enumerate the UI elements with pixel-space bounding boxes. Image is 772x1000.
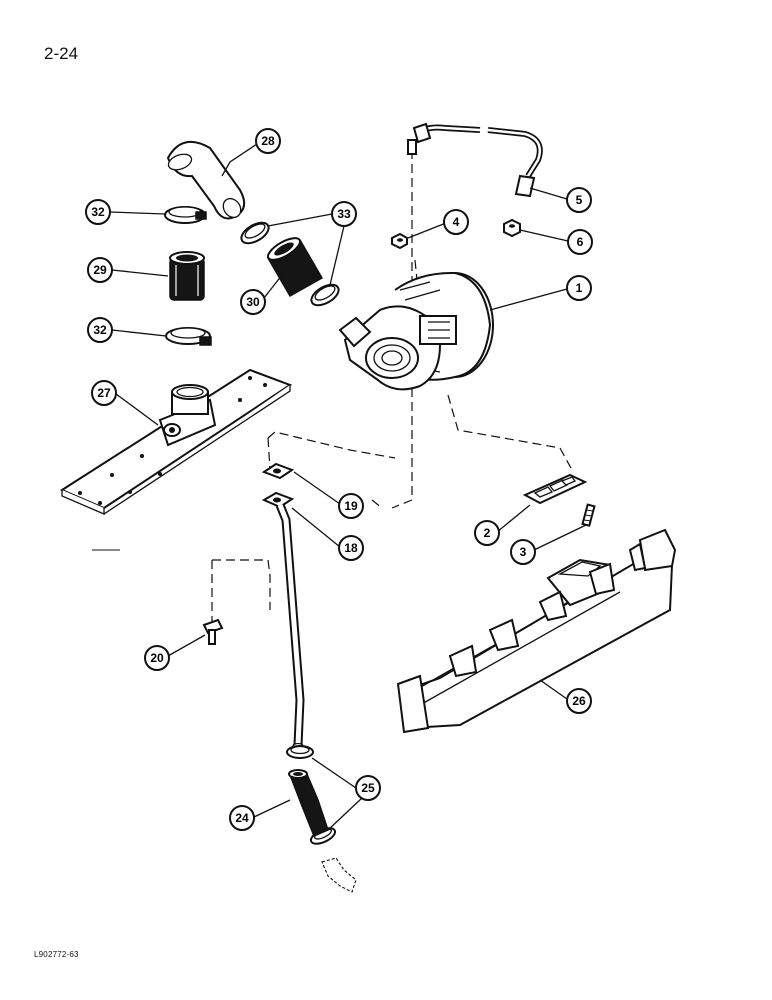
callout-29: 29	[87, 257, 113, 283]
callout-label: 5	[576, 193, 583, 207]
callout-33: 33	[331, 201, 357, 227]
hose-clamp-pair-lower-part	[286, 745, 337, 845]
callout-label: 2	[484, 526, 491, 540]
callout-20: 20	[144, 645, 170, 671]
callout-label: 33	[337, 207, 351, 221]
callout-24: 24	[229, 805, 255, 831]
straight-hose-part	[169, 251, 205, 301]
callout-label: 19	[344, 499, 358, 513]
callout-label: 24	[235, 811, 249, 825]
turbocharger-part	[338, 271, 494, 391]
angled-hose-part	[266, 237, 324, 298]
callout-label: 6	[577, 235, 584, 249]
page-number: 2-24	[44, 44, 79, 63]
intake-cover-plate-part	[59, 368, 293, 515]
callout-label: 4	[453, 215, 460, 229]
callout-label: 1	[576, 281, 583, 295]
callout-label: 28	[261, 134, 275, 148]
callout-label: 3	[520, 545, 527, 559]
callout-25: 25	[355, 775, 381, 801]
callout-6: 6	[567, 229, 593, 255]
callout-4: 4	[443, 209, 469, 235]
callout-18: 18	[338, 535, 364, 561]
callout-3: 3	[510, 539, 536, 565]
callout-19: 19	[338, 493, 364, 519]
callout-28: 28	[255, 128, 281, 154]
hose-clamp-upper-part	[164, 206, 207, 224]
exhaust-manifold-part	[396, 528, 677, 734]
callout-label: 32	[93, 323, 107, 337]
hose-clamp-lower-part	[165, 327, 212, 346]
callout-label: 30	[246, 295, 260, 309]
fitting-nut-part	[391, 232, 408, 250]
hose-clamp-pair-part	[240, 221, 340, 307]
callout-label: 29	[93, 263, 107, 277]
elbow-hose-part	[166, 140, 246, 220]
oil-drain-gasket-part	[261, 462, 295, 480]
callout-32-lower: 32	[87, 317, 113, 343]
callout-label: 26	[572, 694, 586, 708]
callout-32-upper: 32	[85, 199, 111, 225]
callout-label: 32	[91, 205, 105, 219]
assembly-guide-lines	[211, 150, 573, 625]
callout-label: 27	[97, 386, 111, 400]
callout-1: 1	[566, 275, 592, 301]
gasket-part	[522, 473, 588, 505]
bolt-part	[202, 618, 224, 645]
nut-part	[503, 218, 521, 238]
callout-27: 27	[91, 380, 117, 406]
callout-26: 26	[566, 688, 592, 714]
oil-supply-line-part	[407, 122, 543, 198]
callout-label: 20	[150, 651, 164, 665]
phantom-fitting-outline	[321, 857, 357, 893]
callout-5: 5	[566, 187, 592, 213]
callout-label: 25	[361, 781, 375, 795]
callout-2: 2	[474, 520, 500, 546]
callout-label: 18	[344, 541, 358, 555]
callout-30: 30	[240, 289, 266, 315]
stud-part	[581, 503, 596, 527]
leader-lines	[109, 143, 587, 831]
bent-hose-part	[288, 769, 329, 837]
figure-code: L902772-63	[34, 950, 79, 959]
oil-drain-tube-part	[261, 491, 305, 750]
